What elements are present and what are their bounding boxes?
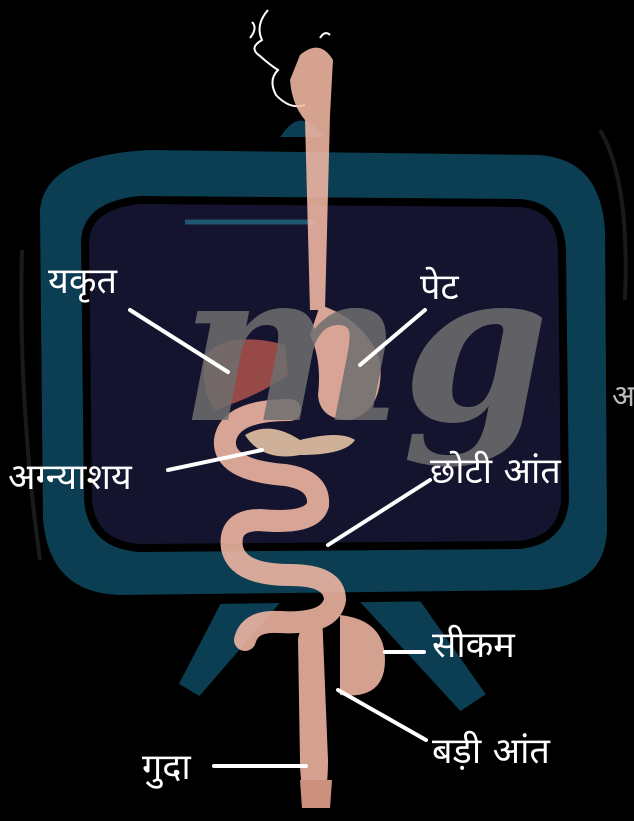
label-large-intestine: बड़ी आंत <box>432 734 550 770</box>
large-intestine <box>298 612 328 805</box>
label-liver: यकृत <box>48 264 117 300</box>
watermark: mg <box>180 223 549 470</box>
leader-line-large-intestine <box>338 690 426 740</box>
label-edge-glyph: अ <box>612 382 634 412</box>
label-cecum: सीकम <box>432 628 515 664</box>
label-anus: गुदा <box>142 750 191 786</box>
anus <box>300 780 332 808</box>
label-small-intestine: छोटी आंत <box>430 454 561 490</box>
label-pancreas: अग्न्याशय <box>8 460 132 496</box>
label-stomach: पेट <box>420 270 459 306</box>
